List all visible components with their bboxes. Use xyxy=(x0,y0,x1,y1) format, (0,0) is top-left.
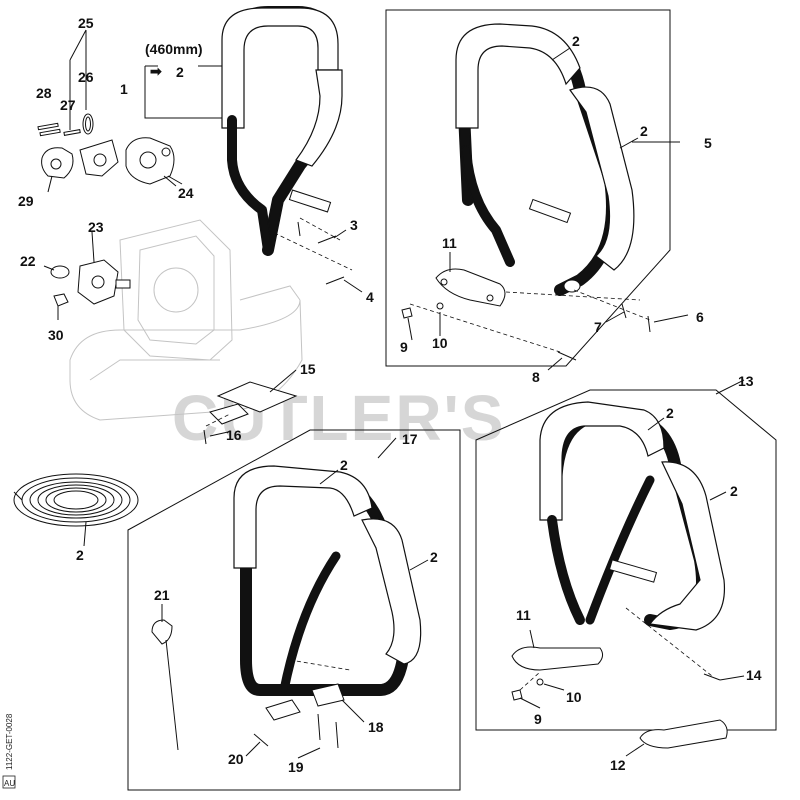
callout-16: 16 xyxy=(226,427,242,443)
handlebar-assembly-17 xyxy=(233,465,422,696)
callout-11-a: 11 xyxy=(442,235,457,251)
handlebar-grip-1b xyxy=(295,69,343,167)
callout-20: 20 xyxy=(228,751,244,767)
handlebar-grip-5a xyxy=(455,23,581,129)
callout-10-a: 10 xyxy=(432,335,448,351)
carburetor-23 xyxy=(77,259,131,305)
handlebar-grip-13a xyxy=(539,401,665,521)
screw-20 xyxy=(253,733,269,747)
handlebar-grip-17b xyxy=(361,518,422,665)
screw-3 xyxy=(317,235,337,244)
nut-9-b xyxy=(511,689,523,701)
handlebar-assembly-5 xyxy=(455,23,635,296)
leader-lines xyxy=(43,47,745,759)
callout-27: 27 xyxy=(60,97,76,113)
callout-23: 23 xyxy=(88,219,104,235)
callout-2-box17-top: 2 xyxy=(340,457,348,473)
callout-29: 29 xyxy=(18,193,34,209)
handlebar-grip-13b xyxy=(648,461,726,631)
callout-30: 30 xyxy=(48,327,64,343)
callout-2-box5-side: 2 xyxy=(640,123,648,139)
screw-14 xyxy=(703,673,721,681)
combination-wrench-21 xyxy=(151,619,179,751)
callout-15: 15 xyxy=(300,361,316,377)
screw-8 xyxy=(557,351,577,361)
kit-box-5 xyxy=(385,9,671,367)
handlebar-grip-17a xyxy=(233,465,373,569)
callout-2-box17-side: 2 xyxy=(430,549,438,565)
nut-9-a xyxy=(401,307,413,319)
pin-28b xyxy=(39,128,61,137)
side-badge-box xyxy=(2,775,16,789)
clamp-11-a xyxy=(435,268,506,307)
screw-4 xyxy=(297,221,345,285)
pin-28 xyxy=(37,122,59,131)
callout-2-box13-top: 2 xyxy=(666,405,674,421)
dimension-note: (460mm) xyxy=(145,41,203,57)
callout-4: 4 xyxy=(366,289,374,305)
callout-9-b: 9 xyxy=(534,711,542,727)
screw-16 xyxy=(203,429,207,445)
callout-26: 26 xyxy=(78,69,94,85)
callout-6: 6 xyxy=(696,309,704,325)
dimension-arrow-icon: ➡ xyxy=(150,63,162,79)
plate-base xyxy=(265,699,301,721)
engine-housing-ghost xyxy=(69,219,303,421)
screw-6 xyxy=(647,315,651,333)
mount-bracket-1 xyxy=(288,189,332,213)
side-code: 1122-GET-0028 xyxy=(5,713,14,770)
washer-10-b xyxy=(536,678,544,686)
screw-19a xyxy=(317,713,321,741)
washer-10-a xyxy=(436,302,444,310)
small-parts-group xyxy=(37,29,183,185)
callout-22: 22 xyxy=(20,253,36,269)
callout-3: 3 xyxy=(350,217,358,233)
callout-2-coil: 2 xyxy=(76,547,84,563)
callout-5: 5 xyxy=(704,135,712,151)
clamp-12 xyxy=(639,719,728,749)
callout-12: 12 xyxy=(610,757,626,773)
handlebar-grip-5b xyxy=(569,86,635,271)
callout-21: 21 xyxy=(154,587,170,603)
callout-2-box5-top: 2 xyxy=(572,33,580,49)
callout-9-a: 9 xyxy=(400,339,408,355)
callout-7: 7 xyxy=(594,319,602,335)
kit-box-13 xyxy=(475,389,777,731)
callout-18: 18 xyxy=(368,719,384,735)
dimension-ref: 2 xyxy=(176,64,184,80)
callout-10-b: 10 xyxy=(566,689,582,705)
callout-17: 17 xyxy=(402,431,418,447)
rubber-buffer-18 xyxy=(311,683,345,707)
callout-14: 14 xyxy=(746,667,762,683)
handlebar-assembly-13 xyxy=(539,401,726,631)
screw-19b xyxy=(335,721,339,749)
callout-25: 25 xyxy=(78,15,94,31)
callout-1: 1 xyxy=(120,81,128,97)
callout-8: 8 xyxy=(532,369,540,385)
nut-30 xyxy=(53,293,69,307)
callout-28: 28 xyxy=(36,85,52,101)
callout-2-box13-side: 2 xyxy=(730,483,738,499)
side-badge: AU xyxy=(4,779,15,788)
grip-tape-coil xyxy=(13,473,139,527)
callout-19: 19 xyxy=(288,759,304,775)
callout-11-b: 11 xyxy=(516,607,531,623)
callout-13: 13 xyxy=(738,373,754,389)
clamp-11-b xyxy=(511,646,604,671)
pin-27 xyxy=(63,129,81,136)
cap-22 xyxy=(50,265,70,279)
callout-24: 24 xyxy=(178,185,194,201)
handlebar-assembly-1 xyxy=(221,6,343,256)
screw-7 xyxy=(621,303,627,319)
kit-box-17 xyxy=(127,429,461,791)
